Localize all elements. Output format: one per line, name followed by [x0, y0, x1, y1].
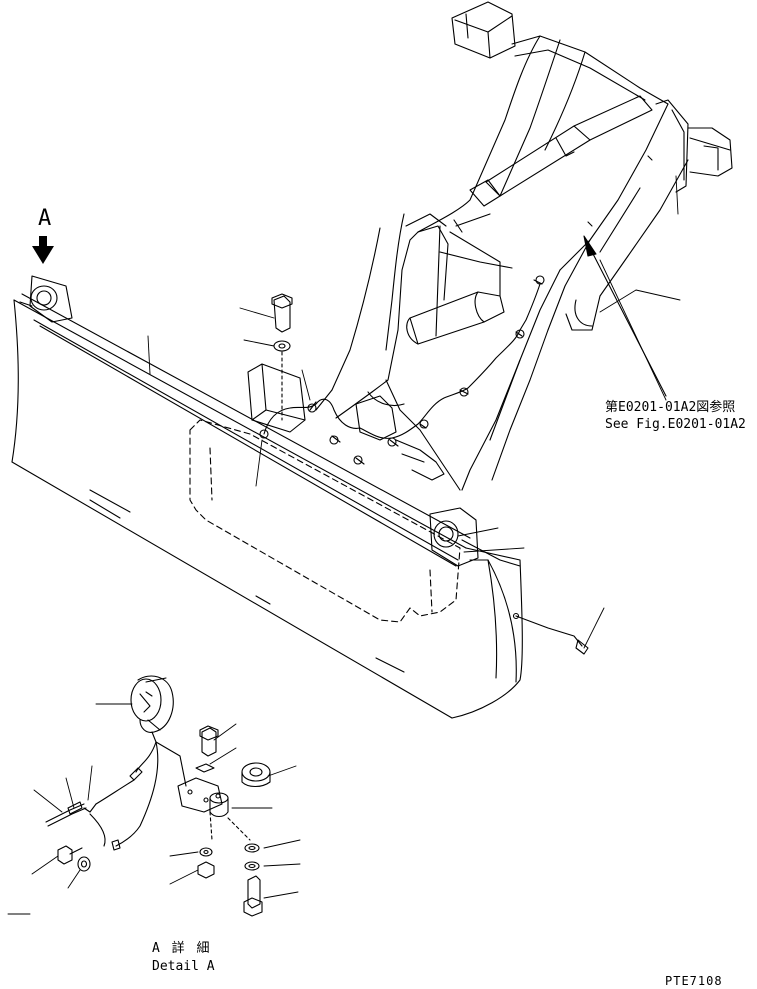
work-lamp	[131, 676, 173, 742]
detail-leader-lines	[8, 704, 300, 914]
detail-a-parts	[46, 676, 270, 916]
dozer-blade	[12, 276, 522, 718]
reference-note-japanese: 第E0201-01A2図参照	[605, 400, 736, 415]
view-a-arrow	[32, 236, 54, 264]
reference-note-english: See Fig.E0201-01A2	[605, 417, 746, 432]
leader-lines	[148, 176, 680, 648]
loader-frame	[248, 2, 732, 490]
lamp-harness	[260, 156, 652, 654]
reference-arrow	[584, 236, 666, 396]
drawing-number: PTE7108	[665, 974, 723, 988]
detail-title-japanese: A 詳 細	[152, 941, 212, 956]
detail-title-english: Detail A	[152, 959, 215, 974]
top-bolt	[272, 294, 292, 420]
view-a-label: A	[38, 206, 52, 231]
